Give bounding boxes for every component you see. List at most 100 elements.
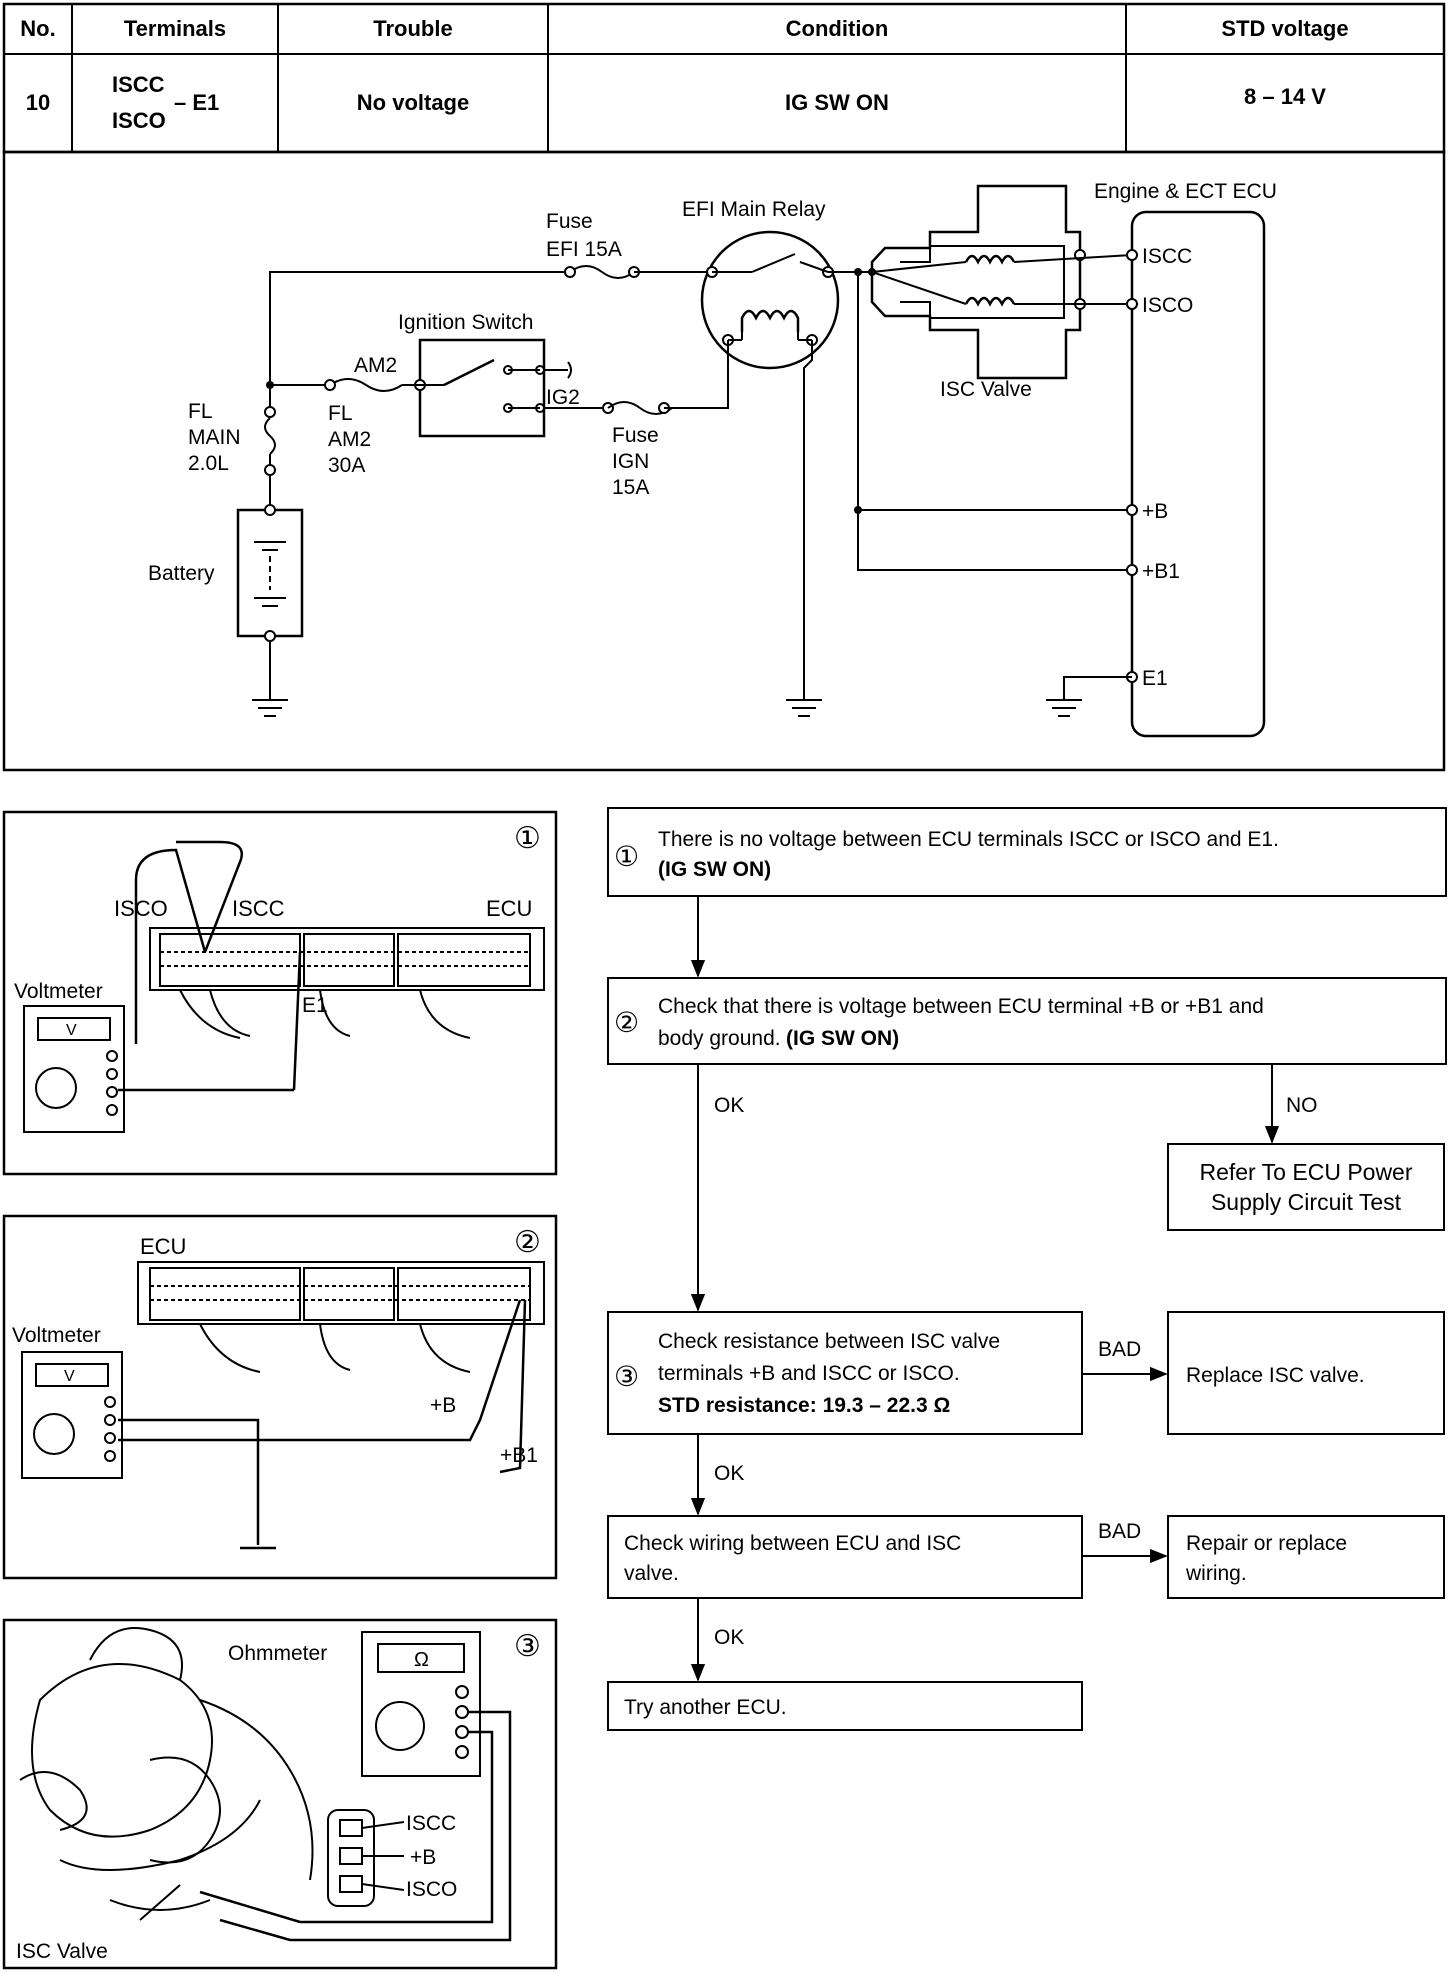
flow-bad-1: BAD <box>1098 1338 1141 1361</box>
flow-step-2-line2b: (IG SW ON) <box>786 1027 899 1050</box>
header-terminals: Terminals <box>124 16 226 41</box>
ill1-voltmeter: Voltmeter <box>14 980 103 1003</box>
relay-coil <box>740 309 800 332</box>
flow-wiring-line1: Check wiring between ECU and ISC <box>624 1532 961 1555</box>
ecu-plus-b: +B <box>1142 500 1168 523</box>
ecu-box <box>1130 210 1266 738</box>
fuse-ign-label-3: 15A <box>612 476 649 499</box>
fl-am2-label-1: FL <box>328 402 353 425</box>
row-no: 10 <box>26 90 50 115</box>
ground-symbol-relay <box>786 699 822 717</box>
header-std-voltage: STD voltage <box>1221 16 1348 41</box>
flow-refer-line2: Supply Circuit Test <box>1211 1189 1402 1215</box>
ecu-isco: ISCO <box>1142 294 1193 317</box>
ill2-plus-b1: +B1 <box>500 1444 538 1467</box>
ill3-engine-sketch <box>19 1627 314 1911</box>
am2-label: AM2 <box>354 354 397 377</box>
circuit-diagram: Fuse EFI 15A EFI Main Relay <box>2 150 1446 772</box>
flow-wiring-line2: valve. <box>624 1562 679 1585</box>
ill3-iscc: ISCC <box>406 1812 456 1835</box>
header-no: No. <box>20 16 55 41</box>
flow-repair-line2: wiring. <box>1185 1562 1247 1585</box>
flow-step-1-line1: There is no voltage between ECU terminal… <box>658 828 1279 851</box>
flow-ok-3: OK <box>714 1626 744 1649</box>
row-trouble: No voltage <box>357 90 469 115</box>
flow-ok-1: OK <box>714 1094 744 1117</box>
row-std-voltage: 8 – 14 V <box>1244 84 1326 109</box>
ill1-iscc: ISCC <box>232 896 285 921</box>
flow-step-2 <box>607 977 1447 1065</box>
ill1-voltmeter-body <box>23 1005 125 1133</box>
isc-coil-upper <box>964 254 1016 265</box>
ill2-ecu: ECU <box>140 1234 186 1259</box>
row-terminal-isco: ISCO <box>112 108 166 133</box>
ill1-ecu-connector <box>149 927 545 1039</box>
ill3-ohmmeter: Ohmmeter <box>228 1642 327 1665</box>
ignition-switch <box>418 338 546 438</box>
battery-symbol <box>236 508 304 638</box>
flow-refer-box <box>1167 1143 1445 1231</box>
efi-main-relay <box>700 230 840 370</box>
fl-main-label-2: MAIN <box>188 426 241 449</box>
fl-main-symbol <box>264 417 276 455</box>
illustration-2: ② ECU Voltmeter +B +B1 V <box>2 1214 558 1580</box>
battery-label: Battery <box>148 562 215 585</box>
fuse-efi-symbol <box>569 265 635 279</box>
fuse-efi-rating: EFI 15A <box>546 238 622 261</box>
efi-main-relay-label: EFI Main Relay <box>682 198 826 221</box>
header-trouble: Trouble <box>373 16 452 41</box>
row-terminal-e1: – E1 <box>174 90 219 115</box>
troubleshooting-flowchart: ① There is no voltage between ECU termin… <box>607 807 1447 1731</box>
flow-try-ecu-box <box>607 1681 1083 1731</box>
ill3-ohmmeter-body <box>361 1631 481 1777</box>
flow-repair-box <box>1167 1515 1445 1599</box>
ill2-plus-b: +B <box>430 1394 456 1417</box>
fuse-ign-label-1: Fuse <box>612 424 659 447</box>
row-condition: IG SW ON <box>785 90 889 115</box>
ecu-plus-b1: +B1 <box>1142 560 1180 583</box>
flow-step-1 <box>607 807 1447 897</box>
ground-symbol-battery <box>252 699 288 717</box>
flow-step-3-number: ③ <box>614 1361 639 1392</box>
ill2-voltmeter: Voltmeter <box>12 1324 101 1347</box>
ill2-voltmeter-body <box>21 1351 123 1479</box>
ill1-number: ① <box>514 822 541 855</box>
flow-step-2-line2a: body ground. <box>658 1027 781 1050</box>
flow-step-3-line3: STD resistance: 19.3 – 22.3 Ω <box>658 1394 950 1417</box>
fl-main-label-1: FL <box>188 400 213 423</box>
ecu-e1: E1 <box>1142 667 1168 690</box>
ignition-switch-label: Ignition Switch <box>398 311 533 334</box>
flow-step-1-line2: (IG SW ON) <box>658 858 771 881</box>
fuse-efi-label: Fuse <box>546 210 593 233</box>
ill3-isco: ISCO <box>406 1878 457 1901</box>
flow-repair-line1: Repair or replace <box>1186 1532 1347 1555</box>
flow-step-3-line2: terminals +B and ISCC or ISCO. <box>658 1362 960 1385</box>
fl-am2-label-2: AM2 <box>328 428 371 451</box>
flow-step-2-number: ② <box>614 1007 639 1038</box>
illustration-1: ① ISCO ISCC ECU Voltmeter E1 <box>2 810 558 1176</box>
flow-step-2-line1: Check that there is voltage between ECU … <box>658 995 1264 1018</box>
ground-symbol-ecu <box>1046 699 1082 717</box>
isc-valve-label: ISC Valve <box>940 378 1032 401</box>
flow-try-ecu-text: Try another ECU. <box>624 1696 787 1719</box>
flow-wiring-box <box>607 1515 1083 1599</box>
ill2-v-label: V <box>64 1368 75 1385</box>
header-condition: Condition <box>786 16 889 41</box>
ill1-ecu: ECU <box>486 896 532 921</box>
isc-valve-body <box>870 184 1082 380</box>
flow-replace-box <box>1167 1311 1445 1435</box>
ill2-ecu-connector <box>137 1261 545 1373</box>
isc-coil-lower <box>964 296 1016 307</box>
flow-bad-2: BAD <box>1098 1520 1141 1543</box>
ecu-iscc: ISCC <box>1142 245 1192 268</box>
ig2-label: IG2 <box>546 386 580 409</box>
ill1-isco: ISCO <box>114 896 168 921</box>
fuse-ign-label-2: IGN <box>612 450 649 473</box>
flow-step-1-number: ① <box>614 841 639 872</box>
ill3-plus-b: +B <box>410 1846 436 1869</box>
ill3-number: ③ <box>514 1630 541 1663</box>
flow-ok-2: OK <box>714 1462 744 1485</box>
spec-table: No. Terminals Trouble Condition STD volt… <box>2 2 1446 154</box>
fl-am2-label-3: 30A <box>328 454 365 477</box>
